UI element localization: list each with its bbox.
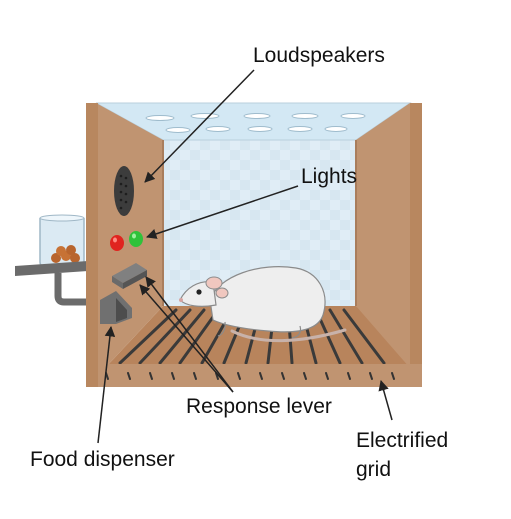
arrow-loudspeakers (144, 69, 255, 183)
food-tray (15, 261, 90, 306)
chamber-right-wall (355, 103, 422, 387)
label-electrified-grid-line1: Electrified (356, 429, 449, 452)
grid-base-strip (96, 364, 422, 387)
label-electrified-grid-line2: grid (356, 458, 392, 481)
chamber-back-wall (163, 140, 356, 306)
label-lights: Lights (301, 165, 358, 188)
arrow-food-dispenser (97, 325, 116, 444)
loudspeaker-icon (114, 166, 134, 216)
food-cup (39, 214, 85, 267)
arrow-electrified-grid (378, 379, 393, 421)
food-dispenser (100, 291, 132, 324)
label-loudspeakers: Loudspeakers (253, 44, 385, 67)
electrified-grid (118, 308, 386, 365)
chamber-ceiling (95, 102, 412, 141)
label-electrified-grid: Electrified grid (356, 426, 448, 484)
pointer-arrows (97, 69, 393, 444)
response-lever (112, 263, 147, 289)
rat (179, 266, 347, 343)
arrow-lights (146, 185, 299, 239)
label-food-dispenser: Food dispenser (30, 448, 175, 471)
light-green (129, 231, 143, 247)
arrow-lever-2 (139, 284, 234, 393)
arrow-lever-1 (145, 276, 234, 393)
label-response-lever: Response lever (186, 395, 332, 418)
light-red (110, 235, 124, 251)
